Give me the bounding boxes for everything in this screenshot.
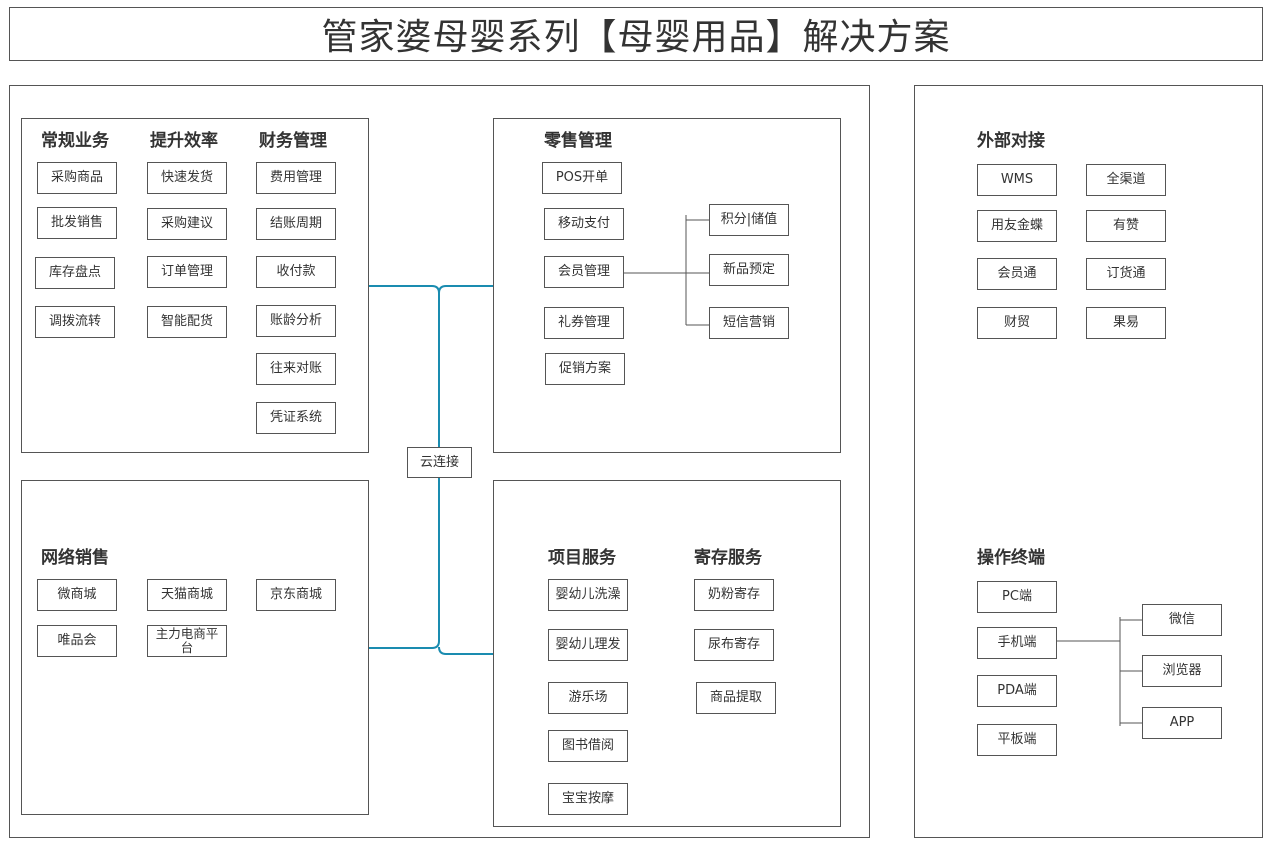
node-playground[interactable]: 游乐场: [548, 682, 628, 714]
node-order-link[interactable]: 订货通: [1086, 258, 1166, 290]
node-wechat-mall[interactable]: 微商城: [37, 579, 117, 611]
node-tablet-terminal[interactable]: 平板端: [977, 724, 1057, 756]
node-baby-haircut[interactable]: 婴幼儿理发: [548, 629, 628, 661]
panel-services: [493, 480, 841, 827]
node-major-ecommerce[interactable]: 主力电商平台: [147, 625, 227, 657]
node-purchase-advice[interactable]: 采购建议: [147, 208, 227, 240]
heading-online-sales: 网络销售: [41, 548, 109, 568]
heading-terminals: 操作终端: [977, 548, 1045, 568]
node-transfer-flow[interactable]: 调拨流转: [35, 306, 115, 338]
node-new-product-booking[interactable]: 新品预定: [709, 254, 789, 286]
title-bar: 管家婆母婴系列【母婴用品】解决方案: [9, 7, 1263, 61]
cloud-connect-hub[interactable]: 云连接: [407, 447, 472, 478]
node-expense-management[interactable]: 费用管理: [256, 162, 336, 194]
node-order-management[interactable]: 订单管理: [147, 256, 227, 288]
node-book-lending[interactable]: 图书借阅: [548, 730, 628, 762]
node-wechat[interactable]: 微信: [1142, 604, 1222, 636]
node-voucher-system[interactable]: 凭证系统: [256, 402, 336, 434]
node-coupon-management[interactable]: 礼券管理: [544, 307, 624, 339]
node-aging-analysis[interactable]: 账龄分析: [256, 305, 336, 337]
node-points-stored-value[interactable]: 积分|储值: [709, 204, 789, 236]
node-omnichannel[interactable]: 全渠道: [1086, 164, 1166, 196]
heading-project-services: 项目服务: [548, 548, 616, 568]
node-browser[interactable]: 浏览器: [1142, 655, 1222, 687]
heading-regular-business: 常规业务: [41, 131, 109, 151]
heading-external-integration: 外部对接: [977, 131, 1045, 151]
heading-retail: 零售管理: [544, 131, 612, 151]
node-vip-shop[interactable]: 唯品会: [37, 625, 117, 657]
node-reconciliation[interactable]: 往来对账: [256, 353, 336, 385]
node-caimao[interactable]: 财贸: [977, 307, 1057, 339]
node-baby-massage[interactable]: 宝宝按摩: [548, 783, 628, 815]
node-pda-terminal[interactable]: PDA端: [977, 675, 1057, 707]
node-diaper-storage[interactable]: 尿布寄存: [694, 629, 774, 661]
node-smart-allocation[interactable]: 智能配货: [147, 306, 227, 338]
node-purchase-goods[interactable]: 采购商品: [37, 162, 117, 194]
node-mobile-payment[interactable]: 移动支付: [544, 208, 624, 240]
node-receipts-payments[interactable]: 收付款: [256, 256, 336, 288]
node-milk-powder-storage[interactable]: 奶粉寄存: [694, 579, 774, 611]
node-member-management[interactable]: 会员管理: [544, 256, 624, 288]
heading-finance: 财务管理: [259, 131, 327, 151]
node-wms[interactable]: WMS: [977, 164, 1057, 196]
node-closing-period[interactable]: 结账周期: [256, 208, 336, 240]
heading-efficiency: 提升效率: [150, 131, 218, 151]
node-wholesale-sales[interactable]: 批发销售: [37, 207, 117, 239]
node-yonyou-kingdee[interactable]: 用友金蝶: [977, 210, 1057, 242]
heading-storage-services: 寄存服务: [694, 548, 762, 568]
node-inventory-count[interactable]: 库存盘点: [35, 257, 115, 289]
page-title: 管家婆母婴系列【母婴用品】解决方案: [321, 17, 951, 58]
node-quick-shipping[interactable]: 快速发货: [147, 162, 227, 194]
node-jd-mall[interactable]: 京东商城: [256, 579, 336, 611]
node-tmall-mall[interactable]: 天猫商城: [147, 579, 227, 611]
node-mobile-terminal[interactable]: 手机端: [977, 627, 1057, 659]
node-sms-marketing[interactable]: 短信营销: [709, 307, 789, 339]
node-pc-terminal[interactable]: PC端: [977, 581, 1057, 613]
node-pos-billing[interactable]: POS开单: [542, 162, 622, 194]
node-member-link[interactable]: 会员通: [977, 258, 1057, 290]
node-app[interactable]: APP: [1142, 707, 1222, 739]
node-promotion-plan[interactable]: 促销方案: [545, 353, 625, 385]
node-guoyi[interactable]: 果易: [1086, 307, 1166, 339]
node-youzan[interactable]: 有赞: [1086, 210, 1166, 242]
node-goods-pickup[interactable]: 商品提取: [696, 682, 776, 714]
node-baby-bathing[interactable]: 婴幼儿洗澡: [548, 579, 628, 611]
